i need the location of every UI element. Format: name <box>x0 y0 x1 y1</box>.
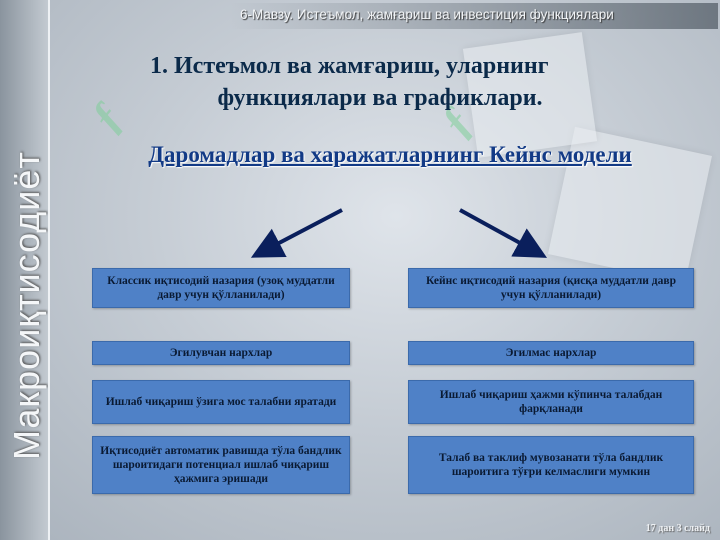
slide-counter: 17 дан 3 слайд <box>645 523 710 534</box>
header-bar <box>230 3 718 29</box>
right-box-1: Кейнс иқтисодий назария (қисқа муддатли … <box>408 268 694 308</box>
sidebar-bar <box>0 0 48 540</box>
slide-title: 1. Истеъмол ва жамғариш, уларнинг функци… <box>120 50 640 114</box>
slide-title-line2: функциялари ва графиклари. <box>217 85 543 111</box>
arrow-left <box>250 208 343 258</box>
slide-subtitle: Даромадлар ва харажатларнинг Кейнс модел… <box>148 142 632 167</box>
slide-title-line1: 1. Истеъмол ва жамғариш, уларнинг <box>150 53 549 79</box>
left-box-3: Ишлаб чиқариш ўзига мос талабни яратади <box>92 380 350 424</box>
slide-header: 6-Мавзу. Истеъмол, жамғариш ва инвестици… <box>240 7 614 22</box>
sidebar-divider <box>48 0 50 540</box>
right-box-3: Ишлаб чиқариш ҳажми кўпинча талабдан фар… <box>408 380 694 424</box>
right-box-4: Талаб ва таклиф мувозанати тўла бандлик … <box>408 436 694 494</box>
left-box-1: Классик иқтисодий назария (узоқ муддатли… <box>92 268 350 308</box>
left-box-4: Иқтисодиёт автоматик равишда тўла бандли… <box>92 436 350 494</box>
left-box-2: Эгилувчан нархлар <box>92 341 350 365</box>
arrow-right <box>459 208 548 258</box>
right-box-2: Эгилмас нархлар <box>408 341 694 365</box>
